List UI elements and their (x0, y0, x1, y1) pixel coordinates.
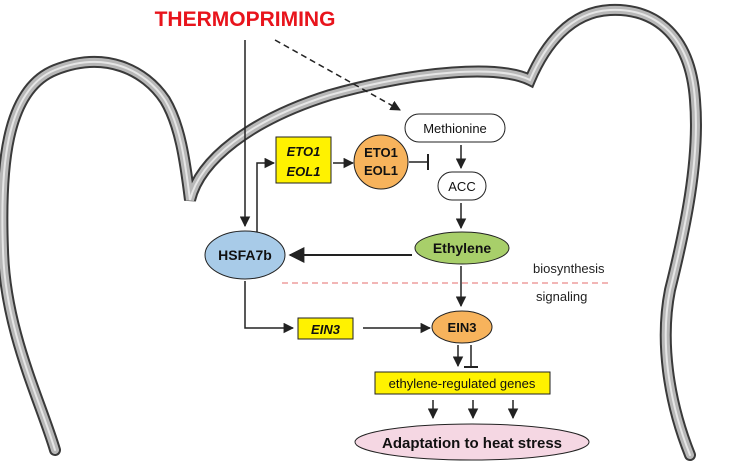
ein3-protein (431, 310, 493, 344)
ein3-protein-label: EIN3 (448, 320, 477, 335)
thermopriming-to-methionine-dashed-arrow (274, 39, 401, 111)
ein3-gene-label: EIN3 (311, 322, 341, 337)
ethylene-regulated-genes-label: ethylene-regulated genes (389, 376, 536, 391)
hsfa7b-label: HSFA7b (218, 247, 272, 263)
ethylene-node (414, 231, 510, 265)
eto1-eol1-gene-box (275, 136, 332, 184)
adaptation-label: Adaptation to heat stress (382, 435, 562, 452)
hsfa7b-node (204, 230, 286, 280)
eol1-protein-label: EOL1 (364, 163, 398, 178)
thermopriming-title: THERMOPRIMING (155, 8, 336, 31)
biosynthesis-label: biosynthesis (533, 261, 605, 276)
eto1-eol1-protein (353, 134, 409, 190)
hsfa7b-to-ein3-gene-arrow (244, 281, 295, 334)
acc-node (437, 171, 487, 201)
signaling-label: signaling (536, 289, 587, 304)
hsfa7b-to-eto1-gene-arrow (256, 157, 276, 232)
methionine-label: Methionine (423, 121, 487, 136)
adaptation-node (354, 423, 590, 461)
acc-label: ACC (448, 179, 475, 194)
ein3-gene-box (297, 317, 354, 340)
ethylene-label: Ethylene (433, 240, 492, 256)
eto1-protein-label: ETO1 (364, 145, 398, 160)
methionine-node (404, 113, 506, 143)
eol1-gene-label: EOL1 (287, 164, 321, 179)
cell-wall-outline (0, 3, 702, 461)
ethylene-regulated-genes-box (374, 371, 551, 395)
eto1-gene-label: ETO1 (287, 144, 321, 159)
